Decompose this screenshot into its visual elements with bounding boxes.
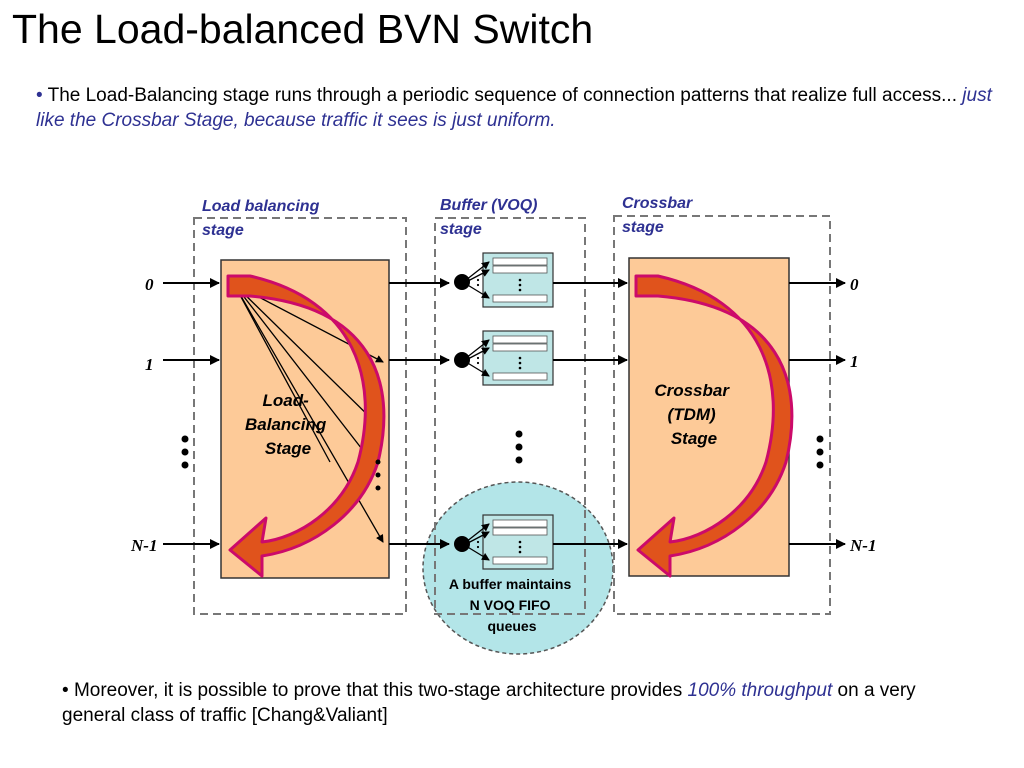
slide-title: The Load-balanced BVN Switch <box>12 6 594 52</box>
buffer-stage-label: Buffer (VOQ) stage <box>440 197 542 238</box>
buffer-to-crossbar-arrows <box>553 278 628 549</box>
bullet-load-balancing: • The Load-Balancing stage runs through … <box>36 83 996 133</box>
voq-buffer-0 <box>454 252 554 308</box>
output-port-0: 0 <box>850 275 859 294</box>
input-arrows <box>163 278 220 549</box>
output-ellipsis <box>816 435 824 469</box>
bullet-text-after: on a very general class of traffic [Chan… <box>62 680 916 726</box>
crossbar-box-label: Crossbar (TDM) Stage <box>654 381 733 448</box>
bullet-emphasis: 100% throughput <box>687 680 833 701</box>
voq-buffer-n-1 <box>454 514 554 570</box>
bullet-emphasis: just like the Crossbar Stage, because tr… <box>36 85 992 131</box>
load-balancing-stage-label: Load balancing stage <box>202 198 324 239</box>
input-port-1: 1 <box>145 355 154 374</box>
output-port-n-1: N-1 <box>849 536 876 555</box>
load-balancing-box-label: Load- Balancing Stage <box>245 391 331 458</box>
crossbar-sweep-arrow <box>634 274 794 578</box>
buffer-note: A buffer maintains N VOQ FIFO queues <box>449 576 575 634</box>
bullet-marker: • <box>62 680 69 701</box>
crossbar-stage-frame <box>613 215 831 615</box>
buffer-ellipsis <box>515 430 523 464</box>
input-port-n-1: N-1 <box>130 536 157 555</box>
bullet-marker: • <box>36 85 43 106</box>
bullet-text: Moreover, it is possible to prove that t… <box>73 680 683 701</box>
load-balancing-sweep-arrow <box>226 274 386 578</box>
crossbar-stage-label: Crossbar stage <box>622 195 697 236</box>
voq-buffer-1 <box>454 330 554 386</box>
load-balancing-stage-frame <box>193 217 407 615</box>
bullet-text: The Load-Balancing stage runs through a … <box>47 85 957 106</box>
lb-small-ellipsis <box>375 459 381 491</box>
output-arrows <box>789 278 846 549</box>
input-ellipsis <box>181 435 189 469</box>
lb-to-buffer-arrows <box>389 278 450 549</box>
output-port-1: 1 <box>850 352 859 371</box>
bullet-throughput: • Moreover, it is possible to prove that… <box>62 678 962 728</box>
input-port-0: 0 <box>145 275 154 294</box>
